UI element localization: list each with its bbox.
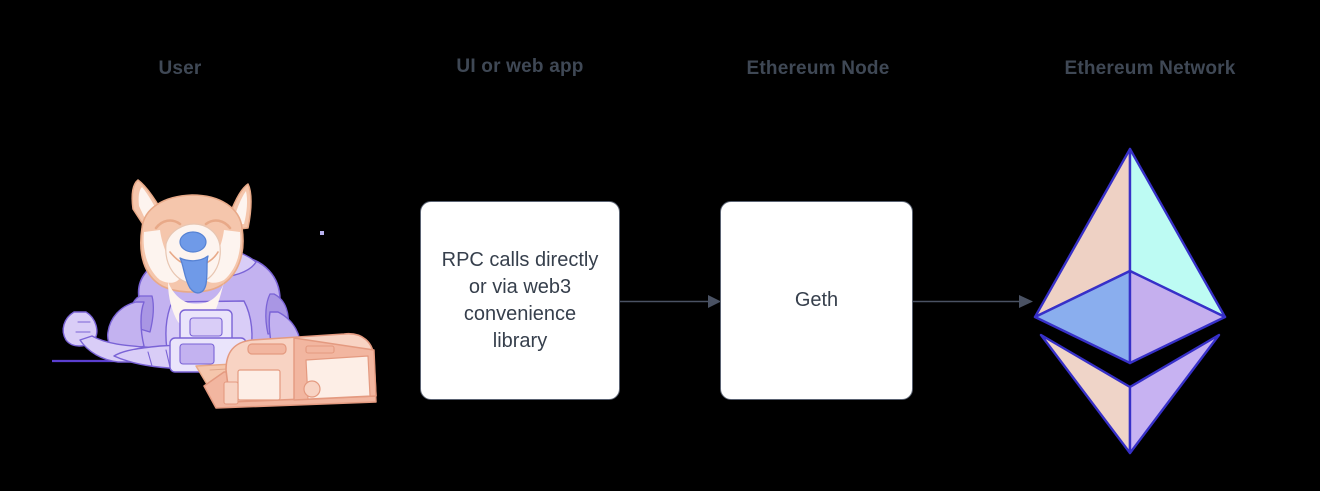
doge-eye-right [204, 219, 232, 230]
header-ethereum-network: Ethereum Network [1064, 58, 1236, 79]
computer-screen [237, 369, 281, 401]
node-rpc-calls[interactable]: RPC calls directly or via web3 convenien… [420, 201, 620, 400]
node-rpc-calls-label: RPC calls directly or via web3 convenien… [441, 248, 599, 352]
computer-slot [305, 345, 335, 354]
ethereum-logo [1033, 147, 1227, 455]
doge-eye-left [154, 219, 182, 230]
arrow-rpc-to-geth [620, 295, 721, 308]
computer-dial [303, 380, 321, 398]
suit-module-inner [189, 317, 223, 337]
node-geth[interactable]: Geth [720, 201, 913, 400]
doge-at-computer-illustration [52, 179, 377, 409]
eth-facet-bottom-right [1128, 333, 1221, 455]
arrow-geth-to-network [913, 295, 1033, 308]
computer-vent [247, 343, 287, 355]
stray-dot-artifact [320, 231, 324, 235]
doge-nose [179, 231, 207, 253]
eth-facet-mid-right [1128, 269, 1227, 365]
header-user: User [158, 58, 202, 79]
suit-panel-screen [179, 343, 215, 365]
node-geth-label: Geth [794, 289, 839, 311]
arrow-rpc-to-geth-head [708, 295, 721, 308]
doge-tongue [179, 255, 209, 294]
header-ui-web-app: UI or web app [456, 56, 584, 77]
computer-floppy-slot [223, 381, 239, 405]
header-ethereum-node: Ethereum Node [746, 58, 890, 79]
arrow-geth-to-network-head [1019, 295, 1033, 308]
